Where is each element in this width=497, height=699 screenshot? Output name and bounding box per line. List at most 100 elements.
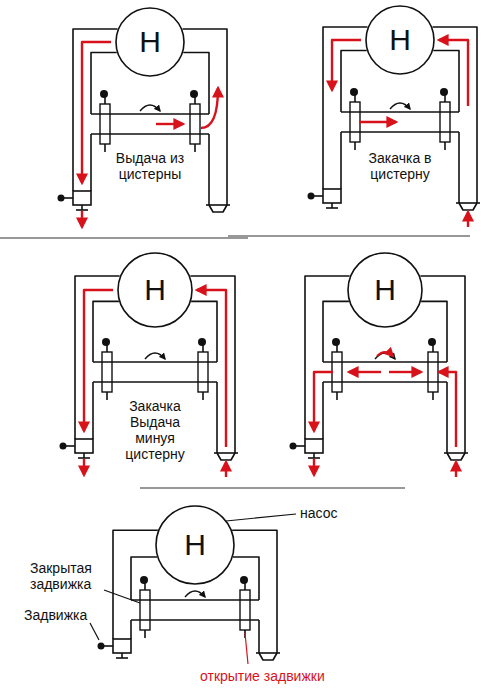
outlet-valve bbox=[113, 639, 131, 653]
pipe-line bbox=[104, 97, 106, 104]
flow-arrow bbox=[156, 123, 183, 125]
flow-arrow bbox=[359, 121, 396, 123]
pipe-line bbox=[92, 382, 94, 439]
caption-text: Выдача из цистерны bbox=[116, 150, 184, 182]
valve-handle bbox=[60, 443, 67, 450]
separator-line bbox=[0, 237, 248, 238]
valve-body bbox=[332, 352, 342, 392]
rotation-arrow bbox=[140, 105, 160, 111]
pipe-line bbox=[91, 133, 209, 135]
caption-text: открытие задвижки bbox=[200, 668, 325, 684]
valve-handle bbox=[350, 88, 358, 96]
pipe-line bbox=[323, 361, 447, 363]
pipe-line bbox=[131, 619, 259, 621]
pipe-line bbox=[104, 144, 106, 152]
outlet-valve bbox=[75, 439, 93, 453]
pump-circle: Н bbox=[155, 505, 235, 585]
caption-label: Задвижка bbox=[24, 607, 102, 623]
valve-body bbox=[428, 352, 438, 392]
pipe-line bbox=[323, 27, 367, 189]
pipe-line bbox=[447, 453, 465, 460]
pipe-line bbox=[194, 97, 196, 104]
pipe-line bbox=[432, 392, 434, 400]
pipe-line bbox=[308, 457, 320, 459]
pipe-line bbox=[144, 630, 146, 638]
valve-handle bbox=[98, 643, 105, 650]
caption-text: Закачка в цистерну bbox=[369, 150, 432, 182]
valve-handle bbox=[140, 576, 148, 584]
pipe-line bbox=[444, 95, 446, 102]
pipe-line bbox=[444, 142, 446, 150]
flow-arrow bbox=[377, 352, 393, 356]
pump-letter: Н bbox=[144, 273, 166, 307]
pipe-line bbox=[336, 392, 338, 400]
pump-letter: Н bbox=[389, 23, 411, 57]
flow-arrow bbox=[349, 371, 381, 373]
valve-handle bbox=[190, 90, 198, 98]
pipe-line bbox=[232, 530, 277, 653]
valve-body bbox=[140, 590, 150, 630]
pipe-line bbox=[420, 276, 465, 453]
valve-handle bbox=[102, 338, 110, 346]
separator-line bbox=[228, 235, 470, 236]
pipe-line bbox=[305, 276, 350, 439]
flow-arrow bbox=[313, 459, 315, 475]
pump-circle: Н bbox=[347, 252, 423, 328]
pipe-line bbox=[216, 382, 218, 453]
caption-label: Закачка в цистерну bbox=[362, 150, 438, 182]
caption-text: насос bbox=[300, 505, 337, 521]
pump-letter: Н bbox=[184, 528, 206, 562]
caption-label: Выдача из цистерны bbox=[112, 150, 188, 182]
pipe-line bbox=[113, 530, 158, 639]
valve-body bbox=[198, 352, 208, 392]
pipe-line bbox=[106, 392, 108, 400]
pump-letter: Н bbox=[374, 273, 396, 307]
valve-handle bbox=[100, 90, 108, 98]
pipe-line bbox=[93, 381, 217, 383]
pipe-line bbox=[446, 382, 448, 453]
pipe-line bbox=[202, 392, 204, 400]
rotation-arrow bbox=[390, 103, 410, 109]
outlet-valve bbox=[73, 191, 91, 205]
valve-handle bbox=[332, 338, 340, 346]
pipe-line bbox=[336, 345, 338, 352]
rotation-arrow bbox=[185, 591, 205, 597]
valve-body bbox=[102, 352, 112, 392]
pipe-line bbox=[244, 583, 246, 590]
rotation-arrow bbox=[145, 353, 165, 359]
caption-label: Закачка Выдача минуя цистерну bbox=[117, 398, 193, 462]
pipe-line bbox=[341, 131, 459, 133]
pipe-line bbox=[459, 203, 477, 210]
valve-handle bbox=[290, 443, 297, 450]
pipe-line bbox=[116, 657, 128, 659]
pipe-line bbox=[259, 653, 277, 660]
valve-handle bbox=[308, 193, 315, 200]
caption-text: Задвижка bbox=[24, 607, 87, 623]
valve-handle bbox=[58, 195, 65, 202]
flow-arrow bbox=[225, 462, 227, 477]
rotation-arrow bbox=[375, 353, 395, 359]
pipe-line bbox=[323, 381, 447, 383]
caption-text: Закрытая задвижка bbox=[30, 560, 92, 592]
outlet-valve bbox=[323, 189, 341, 203]
flow-arrow bbox=[455, 462, 457, 477]
caption-text: Закачка Выдача минуя цистерну bbox=[125, 398, 184, 462]
pipe-line bbox=[93, 361, 217, 363]
pump-circle: Н bbox=[117, 252, 193, 328]
pipe-line bbox=[458, 132, 460, 203]
caption-label: Закрытая задвижка bbox=[30, 560, 108, 592]
valve-body bbox=[100, 104, 110, 144]
pipe-line bbox=[91, 113, 209, 115]
pipe-line bbox=[326, 207, 338, 209]
caption-label: открытие задвижки bbox=[200, 668, 360, 684]
valve-body bbox=[190, 104, 200, 144]
pipe-line bbox=[208, 134, 210, 205]
pipe-line bbox=[73, 29, 117, 191]
flow-arrow bbox=[81, 211, 83, 227]
pipe-line bbox=[130, 620, 132, 639]
pump-letter: Н bbox=[139, 25, 161, 59]
valve-body bbox=[440, 102, 450, 142]
leader-line bbox=[90, 623, 99, 640]
